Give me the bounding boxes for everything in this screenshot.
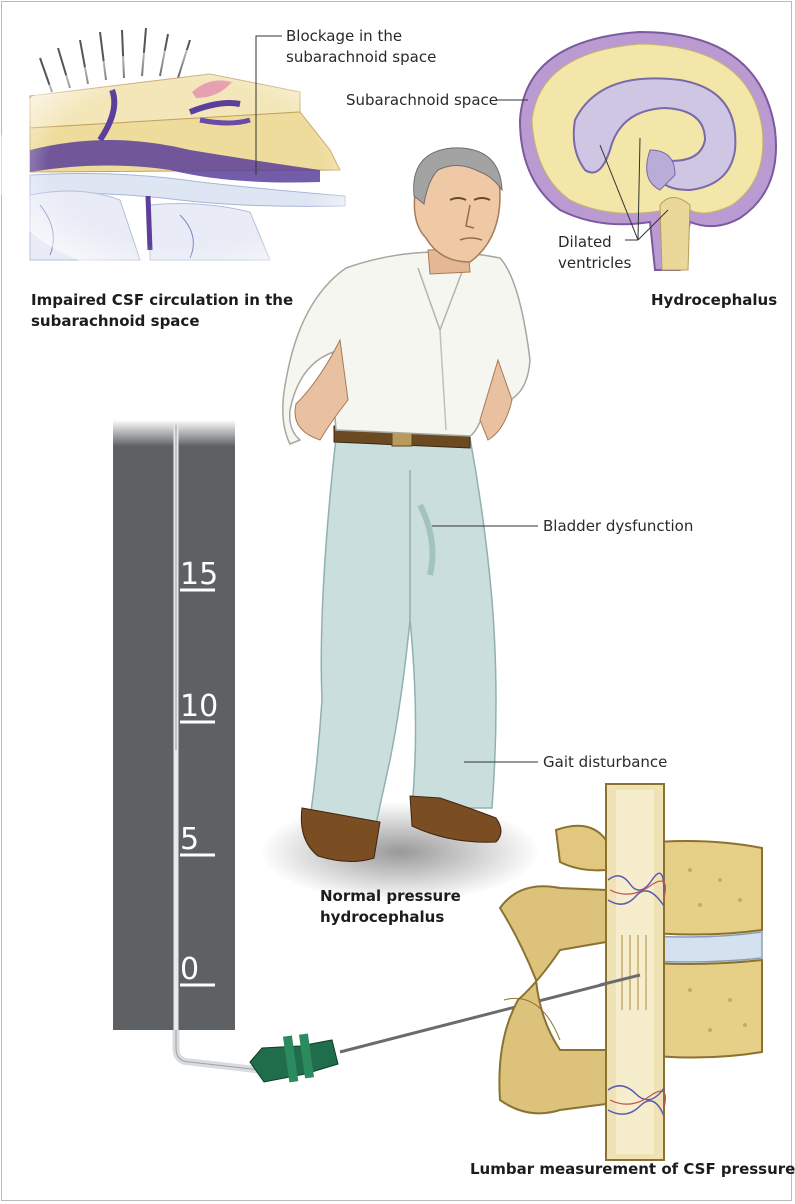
label-dilated-line2: ventricles — [558, 254, 631, 273]
manometer-tubing — [176, 1030, 260, 1070]
caption-impaired-line2: subarachnoid space — [31, 311, 200, 331]
brain-sagittal-illustration — [497, 32, 776, 270]
manometer-tick-5: 5 — [180, 825, 199, 855]
caption-impaired-line1: Impaired CSF circulation in the — [31, 290, 293, 310]
patient-figure — [260, 148, 540, 902]
manometer-tick-10: 10 — [180, 692, 218, 722]
label-dilated-line1: Dilated — [558, 233, 612, 252]
caption-lumbar-measurement: Lumbar measurement of CSF pressure — [470, 1159, 795, 1179]
caption-hydrocephalus: Hydrocephalus — [651, 290, 777, 310]
lumbar-spine-illustration — [499, 784, 762, 1160]
label-blockage-line2: subarachnoid space — [286, 48, 436, 67]
label-bladder-dysfunction: Bladder dysfunction — [543, 517, 693, 536]
caption-nph-line1: Normal pressure — [320, 886, 461, 906]
manometer-tick-0: 0 — [180, 955, 199, 985]
caption-nph-line2: hydrocephalus — [320, 907, 444, 927]
label-gait-disturbance: Gait disturbance — [543, 753, 667, 772]
manometer-tick-15: 15 — [180, 560, 218, 590]
label-subarachnoid-space: Subarachnoid space — [346, 91, 498, 110]
label-blockage-line1: Blockage in the — [286, 27, 402, 46]
